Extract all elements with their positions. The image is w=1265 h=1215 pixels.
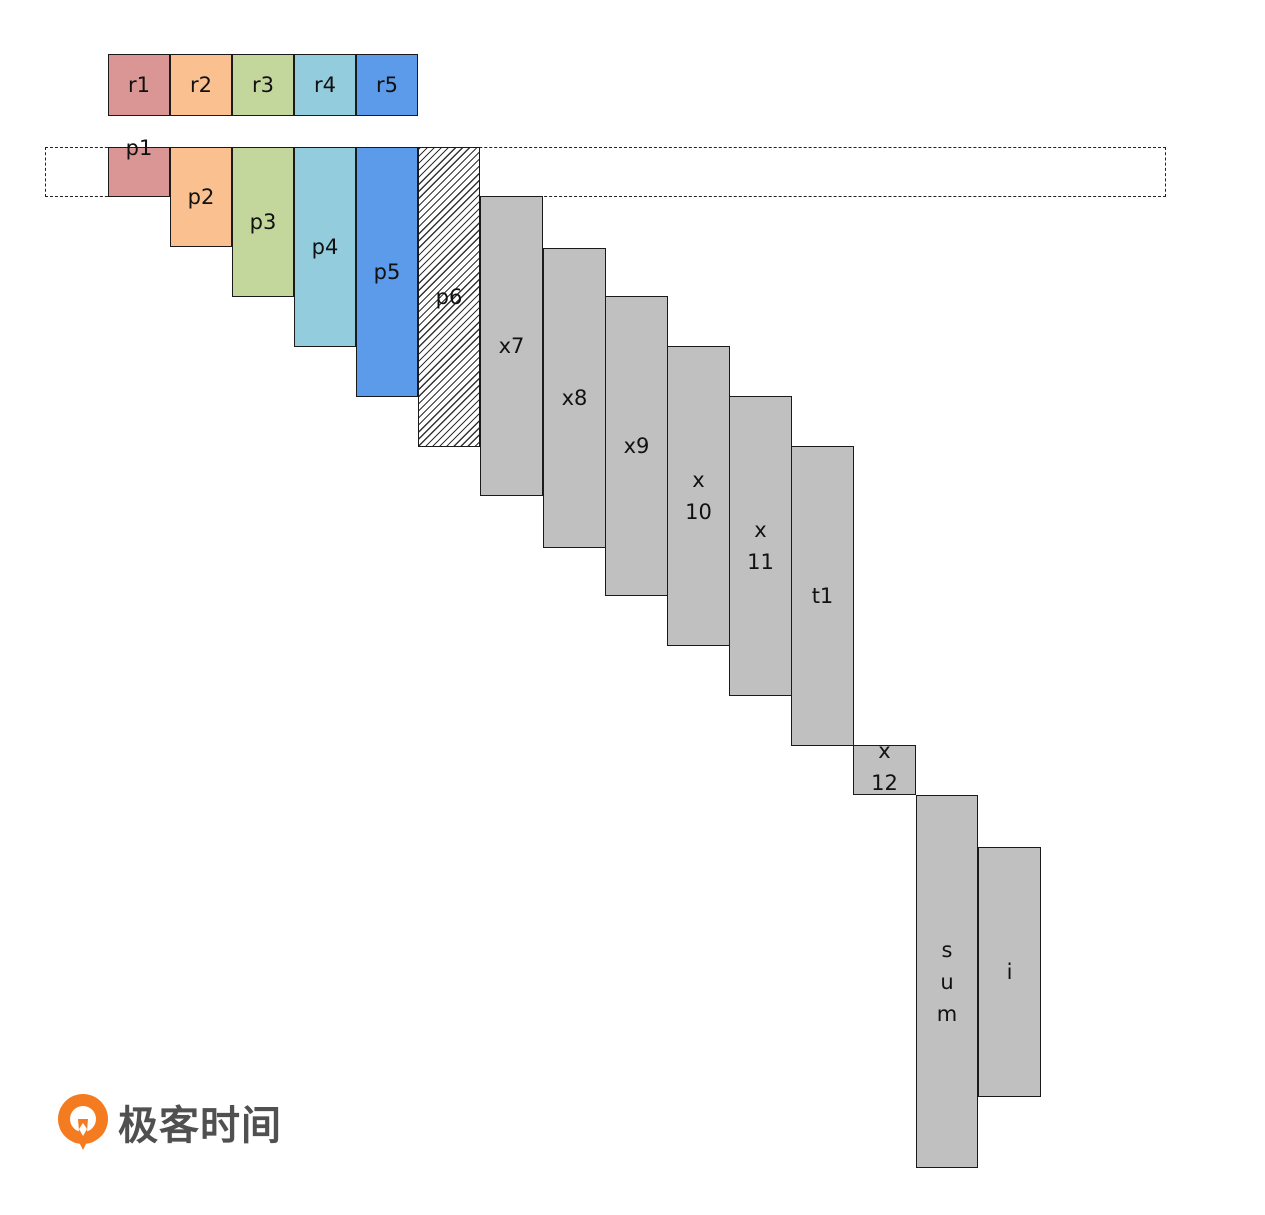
frame-x11-label: x 11 bbox=[747, 518, 774, 574]
frame-x8-label: x8 bbox=[561, 386, 588, 410]
register-1: r1 bbox=[108, 54, 170, 116]
frame-t1: t1 bbox=[791, 446, 854, 746]
frame-p3: p3 bbox=[232, 147, 294, 297]
frame-x7: x7 bbox=[480, 196, 543, 496]
frame-t1-label: t1 bbox=[811, 584, 834, 608]
frame-x9-label: x9 bbox=[623, 434, 650, 458]
frame-x9: x9 bbox=[605, 296, 668, 596]
frame-x11: x 11 bbox=[729, 396, 792, 696]
frame-p5: p5 bbox=[356, 147, 418, 397]
register-5-label: r5 bbox=[376, 73, 398, 97]
frame-p1: p1 bbox=[108, 136, 170, 197]
register-2: r2 bbox=[170, 54, 232, 116]
frame-i: i bbox=[978, 847, 1041, 1097]
register-1-label: r1 bbox=[128, 73, 150, 97]
frame-x12-label: x 12 bbox=[871, 739, 898, 795]
frame-p6: p6 bbox=[418, 147, 480, 447]
frame-p4: p4 bbox=[294, 147, 356, 347]
geektime-logo: 极客时间 bbox=[56, 1092, 282, 1152]
geektime-logo-icon bbox=[58, 1094, 108, 1150]
register-3-label: r3 bbox=[252, 73, 274, 97]
frame-sum-label: s u m bbox=[936, 937, 958, 1026]
logo-text: 极客时间 bbox=[118, 1103, 282, 1149]
frame-x8: x8 bbox=[543, 248, 606, 548]
frame-x10-label: x 10 bbox=[685, 468, 712, 524]
register-4-label: r4 bbox=[314, 73, 336, 97]
frame-p2-label: p2 bbox=[187, 185, 215, 209]
frame-p4-label: p4 bbox=[311, 235, 339, 259]
frame-x12: x 12 bbox=[853, 739, 916, 795]
frame-x10: x 10 bbox=[667, 346, 730, 646]
frame-sum: s u m bbox=[916, 795, 978, 1168]
register-3: r3 bbox=[232, 54, 294, 116]
frame-x7-label: x7 bbox=[498, 334, 525, 358]
frame-p2: p2 bbox=[170, 147, 232, 247]
register-4: r4 bbox=[294, 54, 356, 116]
frame-p6-label: p6 bbox=[435, 285, 463, 309]
frame-p3-label: p3 bbox=[249, 210, 277, 234]
frame-i-label: i bbox=[1006, 960, 1013, 984]
register-5: r5 bbox=[356, 54, 418, 116]
frame-p5-label: p5 bbox=[373, 260, 401, 284]
frame-p1-label: p1 bbox=[125, 136, 153, 160]
register-2-label: r2 bbox=[190, 73, 212, 97]
